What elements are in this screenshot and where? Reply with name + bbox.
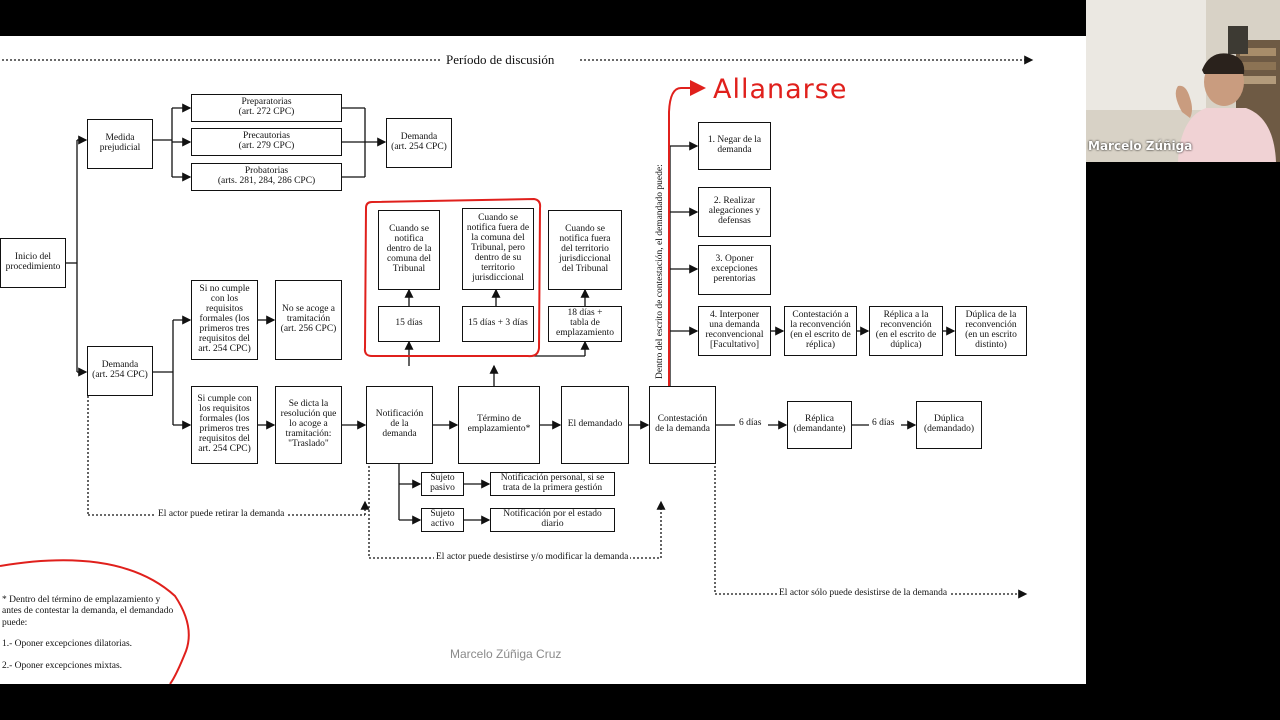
node-15-dias: 15 días — [378, 306, 440, 342]
edge-label-retirar: El actor puede retirar la demanda — [156, 509, 287, 519]
node-contestacion: Contestación de la demanda — [649, 386, 716, 464]
node-replica-reconvencion: Réplica a la reconvención (en el escrito… — [869, 306, 943, 356]
node-replica: Réplica (demandante) — [787, 401, 852, 449]
footnote-item-2: 2.- Oponer excepciones mixtas. — [2, 660, 123, 671]
period-label: Período de discusión — [444, 52, 557, 68]
handwritten-annotation: Allanarse — [713, 74, 848, 105]
flowchart-connectors — [0, 55, 1034, 684]
node-notif-fuera-territorio: Cuando se notifica fuera del territorio … — [548, 210, 622, 290]
node-contestacion-reconvencion: Contestación a la reconvención (en el es… — [784, 306, 857, 356]
node-probatorias: Probatorias (arts. 281, 284, 286 CPC) — [191, 163, 342, 191]
author-watermark: Marcelo Zúñiga Cruz — [450, 647, 562, 661]
node-si-cumple: Si cumple con los requisitos formales (l… — [191, 386, 258, 464]
node-notif-personal: Notificación personal, si se trata de la… — [490, 472, 615, 496]
node-el-demandado: El demandado — [561, 386, 629, 464]
node-option-excepciones: 3. Oponer excepciones perentorias — [698, 245, 771, 295]
footnote-intro: * Dentro del término de emplazamiento y … — [2, 595, 174, 628]
node-15-3-dias: 15 días + 3 días — [462, 306, 534, 342]
node-duplica: Dúplica (demandado) — [916, 401, 982, 449]
node-preparatorias: Preparatorias (art. 272 CPC) — [191, 94, 342, 122]
footnote: * Dentro del término de emplazamiento y … — [2, 595, 177, 682]
footnote-item-1: 1.- Oponer excepciones dilatorias. — [2, 639, 133, 650]
node-option-alegaciones: 2. Realizar alegaciones y defensas — [698, 187, 771, 237]
edge-label-solo-desistirse: El actor sólo puede desistirse de la dem… — [777, 588, 950, 598]
node-notif-fuera-comuna: Cuando se notifica fuera de la comuna de… — [462, 208, 534, 290]
webcam-thumbnail[interactable]: Marcelo Zúñiga — [1086, 0, 1280, 162]
node-demanda: Demanda (art. 254 CPC) — [87, 346, 153, 396]
vertical-label: Dentro del escrito de contestación, el d… — [655, 164, 665, 379]
node-demanda-top: Demanda (art. 254 CPC) — [386, 118, 452, 168]
node-sujeto-pasivo: Sujeto pasivo — [421, 472, 464, 496]
node-no-acoge: No se acoge a tramitación (art. 256 CPC) — [275, 280, 342, 360]
node-inicio: Inicio del procedimiento — [0, 238, 66, 288]
node-notificacion: Notificación de la demanda — [366, 386, 433, 464]
node-option-negar: 1. Negar de la demanda — [698, 122, 771, 170]
node-duplica-reconvencion: Dúplica de la reconvención (en un escrit… — [955, 306, 1027, 356]
node-notif-estado: Notificación por el estado diario — [490, 508, 615, 532]
node-termino-emplazamiento: Término de emplazamiento* — [458, 386, 540, 464]
node-precautorias: Precautorias (art. 279 CPC) — [191, 128, 342, 156]
node-sujeto-activo: Sujeto activo — [421, 508, 464, 532]
node-notif-dentro-comuna: Cuando se notifica dentro de la comuna d… — [378, 210, 440, 290]
node-no-cumple: Si no cumple con los requisitos formales… — [191, 280, 258, 360]
node-18-dias: 18 días + tabla de emplazamiento — [548, 306, 622, 342]
edge-label-desistirse: El actor puede desistirse y/o modificar … — [434, 552, 631, 562]
edge-label-6-dias-1: 6 días — [737, 418, 764, 428]
presentation-slide: Período de discusión Inicio del procedim… — [0, 36, 1086, 684]
webcam-video-feed — [1086, 0, 1280, 162]
node-option-reconvencional: 4. Interponer una demanda reconvencional… — [698, 306, 771, 356]
node-medida-prejudicial: Medida prejudicial — [87, 119, 153, 169]
participant-name: Marcelo Zúñiga — [1088, 139, 1193, 153]
node-resolucion: Se dicta la resolución que lo acoge a tr… — [275, 386, 342, 464]
edge-label-6-dias-2: 6 días — [870, 418, 897, 428]
